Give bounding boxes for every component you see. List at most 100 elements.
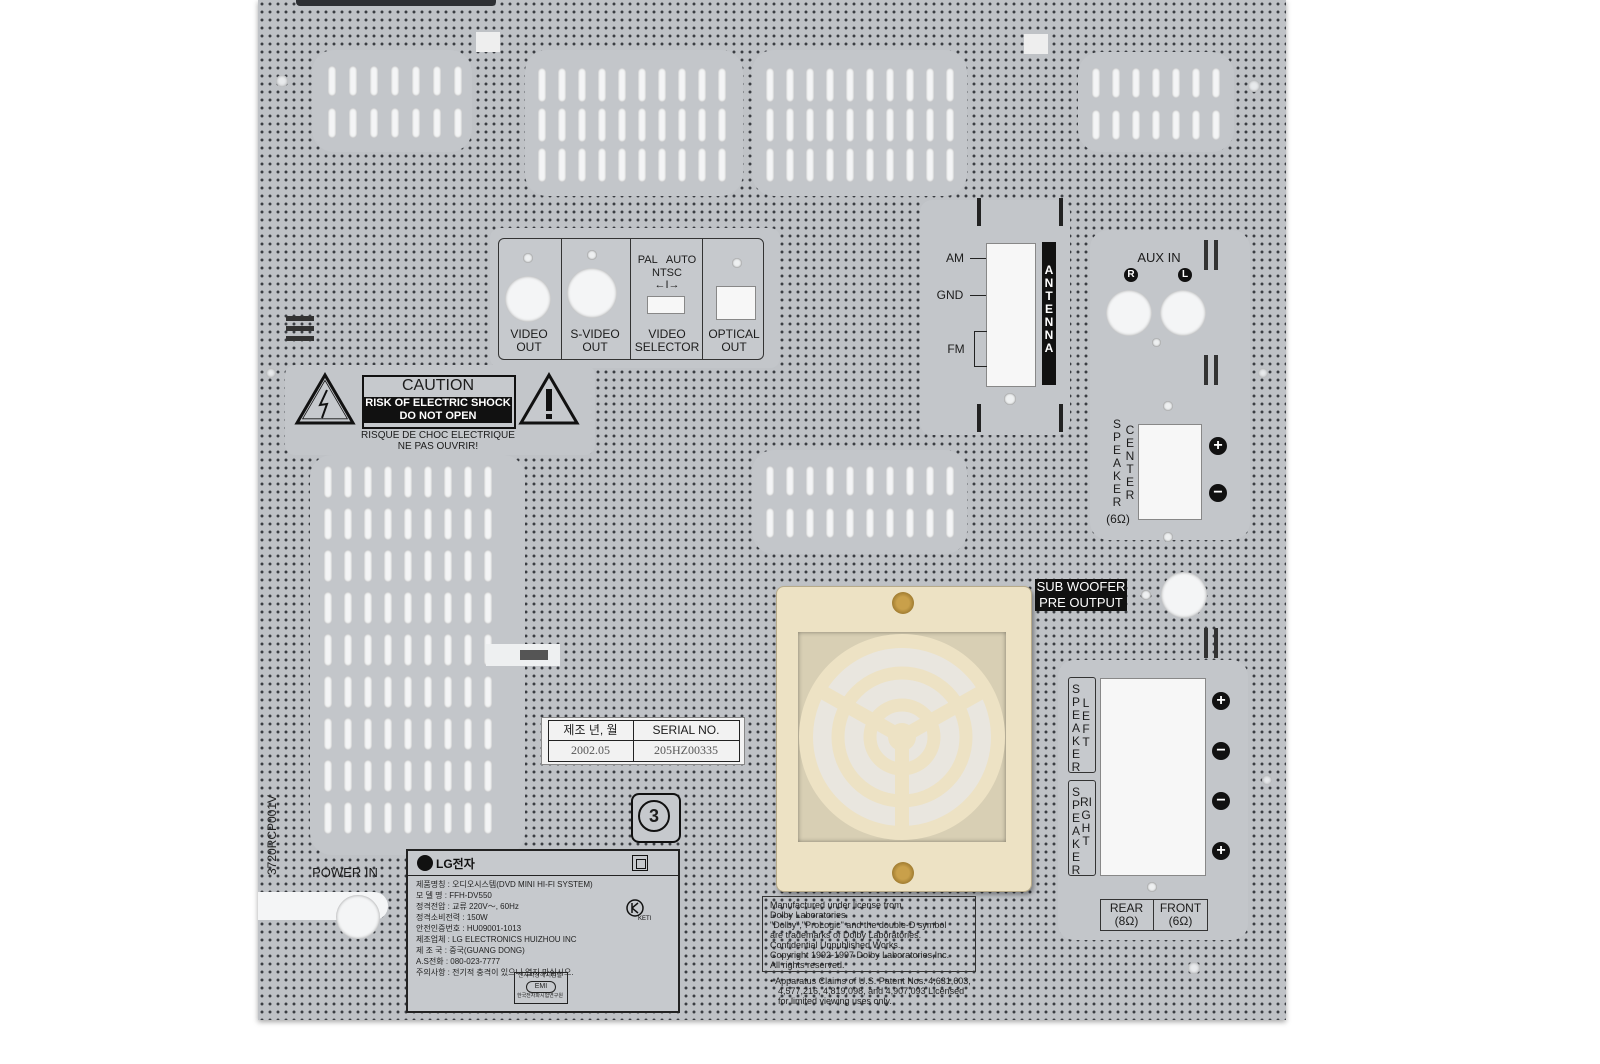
aux-r-badge: R	[1124, 268, 1138, 282]
right-minus-icon: −	[1212, 792, 1230, 810]
rating-header-divider	[406, 875, 680, 876]
power-in-label: POWER IN	[312, 865, 378, 880]
rating-row: 제 조 국 : 중국(GUANG DONG)	[416, 946, 525, 955]
dolby-line: Confidential Unpublished Works.	[770, 940, 901, 950]
antenna-gnd-label: GND	[936, 288, 964, 302]
antenna-label-strip	[1042, 242, 1056, 385]
fan-screw-icon	[892, 862, 914, 884]
bracket-tab	[1214, 355, 1218, 385]
lead-line	[970, 295, 986, 296]
center-impedance-label: (6Ω)	[1106, 512, 1130, 526]
video-selector-switch[interactable]	[647, 296, 685, 314]
speaker-mode-box	[1100, 899, 1208, 931]
antenna-am-label: AM	[946, 251, 964, 265]
optical-out-jack[interactable]	[716, 286, 756, 320]
dolby-line: Dolby Laboratories.	[770, 910, 849, 920]
dolby-line: "Dolby","ProLogic" and the double-D symb…	[770, 920, 947, 930]
rating-label	[406, 849, 680, 1013]
part-number: 3720RCP001V	[265, 794, 279, 876]
edge-clip	[286, 316, 314, 321]
vent-grille-1	[328, 66, 462, 138]
caution-title: CAUTION	[402, 377, 474, 394]
mount-hole	[266, 368, 276, 378]
dolby-line: All rights reserved.	[770, 960, 845, 970]
antenna-terminal[interactable]	[986, 243, 1036, 387]
bracket-tab	[1214, 240, 1218, 270]
video-out-label: VIDEO OUT	[510, 327, 548, 354]
aux-in-l-jack[interactable]	[1160, 290, 1206, 336]
screw-hole	[1152, 338, 1161, 347]
emi-top-text: 전자파장해시험필	[517, 973, 563, 979]
vent-grille-4	[1092, 68, 1220, 140]
keti-text: KETI	[638, 916, 652, 922]
edge-clip	[286, 326, 314, 331]
mount-hole	[1188, 962, 1200, 974]
center-label: CENTER	[1125, 423, 1135, 502]
serial-row-divider	[548, 740, 739, 741]
optical-out-label: OPTICAL OUT	[708, 327, 760, 354]
right-plus-icon: +	[1212, 842, 1230, 860]
screw-hole	[1147, 882, 1157, 892]
video-out-jack[interactable]	[505, 276, 551, 322]
rating-row: 안전인증번호 : HU09001-1013	[416, 924, 522, 933]
center-minus-icon: −	[1209, 484, 1227, 502]
svideo-out-jack[interactable]	[567, 268, 617, 318]
keti-mark-icon	[626, 899, 644, 917]
emi-mark	[514, 972, 568, 1004]
left-speaker-label-box	[1068, 677, 1096, 773]
selector-mode-label: PAL AUTO NTSC	[637, 254, 697, 279]
lg-logo-icon	[417, 855, 433, 871]
rating-row: A.S전화 : 080-023-7777	[416, 957, 501, 966]
panel-divider	[702, 238, 703, 360]
video-selector-label: VIDEO SELECTOR	[634, 327, 700, 354]
tab-notch	[476, 32, 500, 52]
screw-hole	[732, 258, 742, 268]
svideo-out-label: S-VIDEO OUT	[570, 327, 620, 354]
subwoofer-label-line-1: SUB WOOFER	[1035, 579, 1127, 595]
right-speaker-label: SPEAKER	[1071, 785, 1081, 877]
power-in-socket[interactable]	[336, 895, 380, 939]
rear-impedance-label: REAR (8Ω)	[1109, 901, 1144, 928]
subwoofer-label-line-2: PRE OUTPUT	[1035, 595, 1127, 611]
subwoofer-out-jack[interactable]	[1161, 572, 1207, 618]
front-impedance-label: FRONT (6Ω)	[1159, 901, 1202, 928]
right-speaker-label-box	[1068, 780, 1096, 876]
left-speaker-label: SPEAKER	[1071, 682, 1081, 774]
patent-line: • Apparatus Claims of U.S. Patent Nos. 4…	[770, 976, 971, 986]
serial-label	[541, 717, 745, 765]
selector-arrows: ←I→	[654, 279, 680, 291]
front-speaker-terminal[interactable]	[1100, 678, 1206, 876]
aux-in-r-jack[interactable]	[1106, 290, 1152, 336]
center-speaker-label: SPEAKER	[1112, 417, 1122, 509]
manufacture-date-value: 2002.05	[571, 743, 610, 757]
center-speaker-terminal[interactable]	[1138, 424, 1202, 520]
fan-screw-icon	[892, 592, 914, 614]
caution-line-2: DO NOT OPEN	[364, 410, 512, 423]
screw-hole	[587, 250, 597, 260]
serial-number-value: 205HZ00335	[654, 743, 718, 757]
antenna-post	[1059, 404, 1063, 432]
rating-row: 정격전압 : 교류 220V～, 60Hz	[416, 902, 519, 911]
right-label: RIGHT	[1080, 795, 1092, 848]
dolby-notice-box	[762, 896, 976, 972]
antenna-fm-label: FM	[947, 342, 965, 356]
top-edge-tab	[296, 0, 496, 6]
emi-bottom-text: 한국전자파시험연구원	[516, 993, 563, 999]
screw-hole	[1163, 401, 1173, 411]
lg-brand: LG전자	[436, 857, 475, 871]
patent-line: for limited viewing uses only.	[778, 996, 892, 1006]
screw-hole	[1004, 393, 1016, 405]
bracket-tab	[1204, 355, 1208, 385]
panel-divider	[630, 238, 631, 360]
mount-hole	[1248, 80, 1260, 92]
left-plus-icon: +	[1212, 692, 1230, 710]
screw-hole	[1163, 532, 1173, 542]
vent-grille-5	[324, 466, 492, 834]
fan-guard-icon	[799, 634, 1005, 840]
dolby-line: Copyright 1992-1997 Dolby Laboratories,I…	[770, 950, 950, 960]
screw-hole	[523, 253, 533, 263]
bracket-tab	[1214, 628, 1218, 658]
mount-hole	[276, 75, 288, 87]
slot-cutout	[520, 650, 548, 660]
bracket-tab	[1204, 628, 1208, 658]
